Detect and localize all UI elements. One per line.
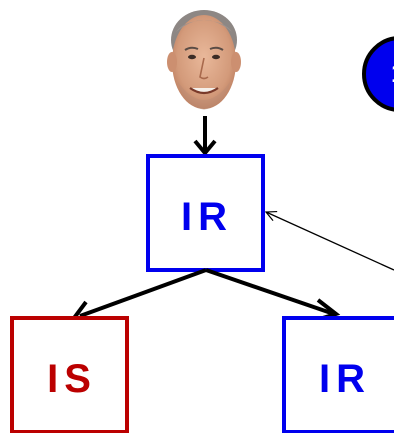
root-node: IR (146, 154, 265, 272)
right-child-node-label: IR (319, 357, 371, 401)
left-child-node-box (10, 316, 129, 433)
edge-root-to-left-child (79, 268, 207, 318)
right-child-node: IR (282, 316, 394, 433)
edge-person-to-root-arrowhead (193, 139, 217, 157)
right-child-node-box (282, 316, 394, 433)
blue-circle-badge-icon: 1 (362, 36, 394, 112)
person-face-icon (167, 10, 241, 110)
edge-root-to-right-child (205, 268, 335, 316)
svg-text:1: 1 (391, 58, 394, 88)
root-node-box (146, 154, 265, 272)
left-child-node: IS (10, 316, 129, 433)
root-node-label: IR (181, 195, 233, 239)
left-child-node-label: IS (47, 357, 97, 401)
edge-back-to-root (266, 212, 394, 271)
